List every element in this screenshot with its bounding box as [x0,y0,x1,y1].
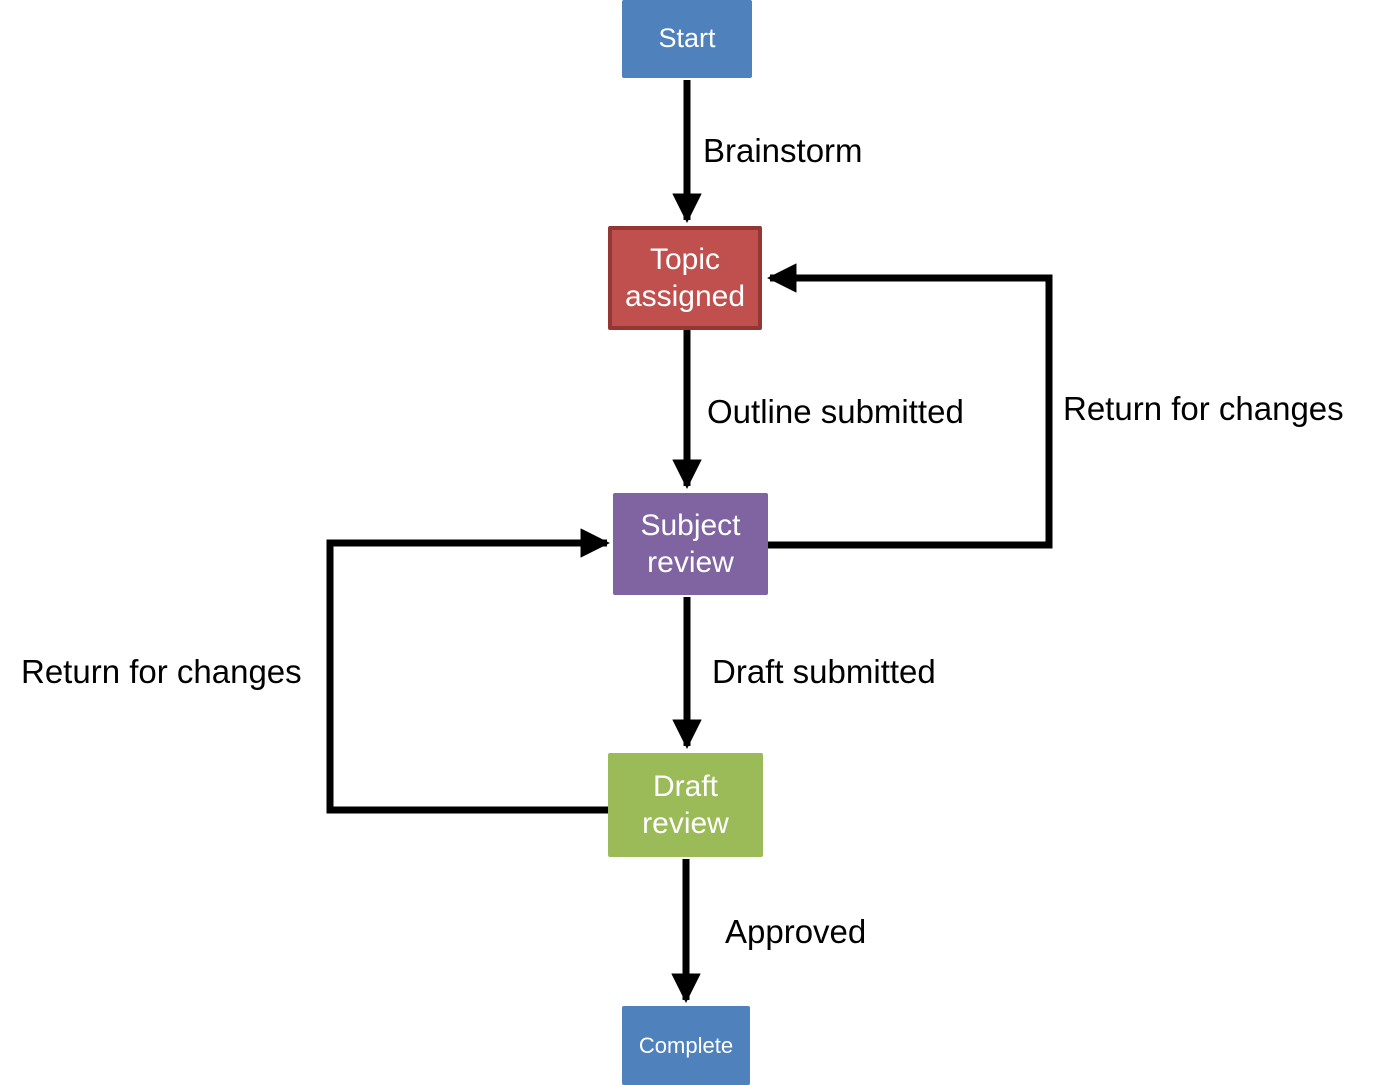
arrow-return-subject-to-topic [767,263,1053,549]
node-topic-assigned: Topic assigned [608,226,762,330]
node-topic-assigned-label: Topic assigned [624,242,746,314]
edge-label-draft-submitted: Draft submitted [712,653,936,690]
node-draft-review: Draft review [608,753,763,857]
edge-label-return-for-changes-left: Return for changes [21,653,302,690]
node-start-label: Start [658,23,716,54]
node-subject-review: Subject review [613,493,768,595]
node-complete: Complete [622,1006,750,1085]
edge-label-brainstorm: Brainstorm [703,132,863,169]
node-subject-review-label: Subject review [640,508,741,580]
edge-label-outline-submitted: Outline submitted [707,393,964,430]
node-draft-review-label: Draft review [642,769,729,841]
node-complete-label: Complete [638,1032,734,1058]
arrow-return-draft-to-subject [326,528,610,814]
edge-label-approved: Approved [725,913,867,950]
edge-label-return-for-changes-right: Return for changes [1063,390,1344,427]
node-start: Start [622,0,752,78]
